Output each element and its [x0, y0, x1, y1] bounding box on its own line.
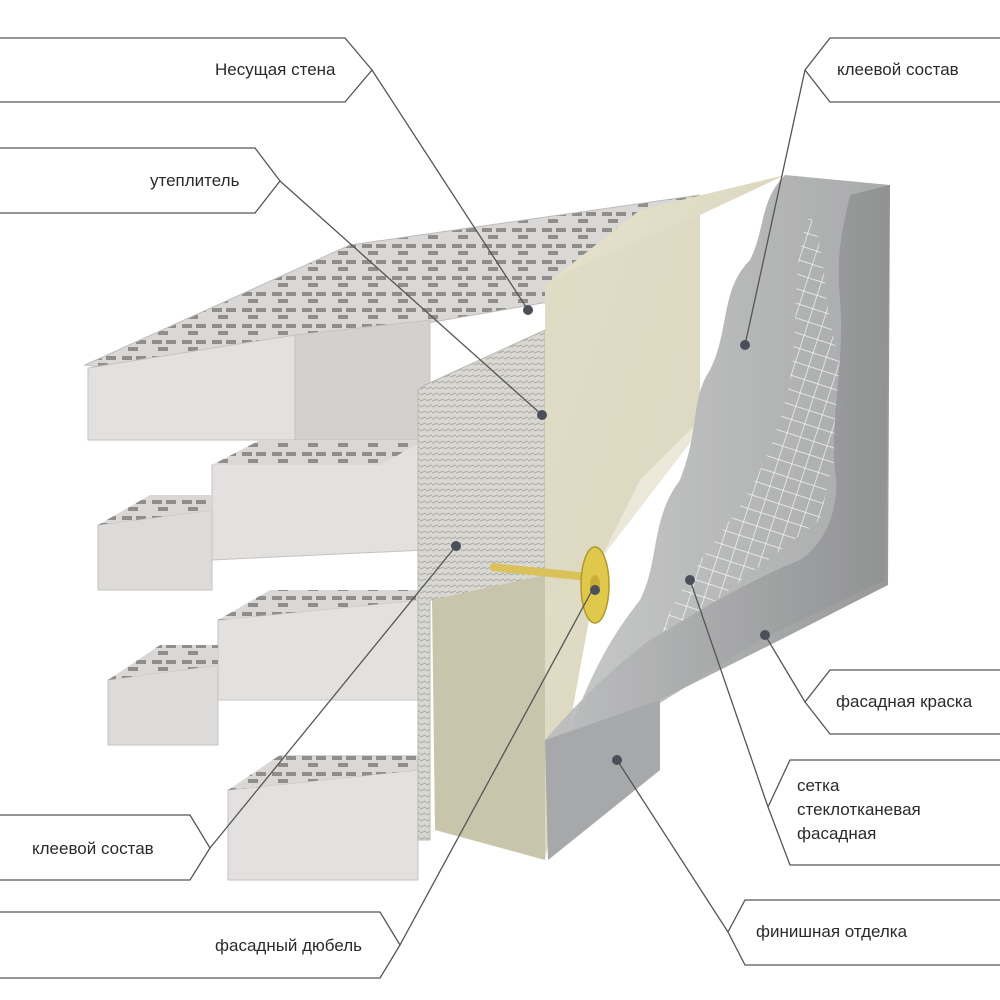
label-facade-paint: фасадная краска	[836, 692, 973, 711]
label-load-bearing-wall: Несущая стена	[215, 60, 336, 79]
label-mesh-line1: сетка	[797, 776, 840, 795]
callout-lines	[0, 37, 1000, 979]
label-insulation: утеплитель	[150, 171, 240, 190]
brick-rows	[87, 319, 431, 881]
label-facade-dowel: фасадный дюбель	[215, 936, 363, 955]
insulation-board-side	[432, 575, 545, 860]
label-mesh-line3: фасадная	[797, 824, 877, 843]
fiberglass-mesh	[660, 215, 843, 640]
insulation-board-face	[545, 215, 700, 600]
finish-edge	[545, 700, 660, 860]
label-adhesive-top: клеевой состав	[837, 60, 959, 79]
label-finish: финишная отделка	[756, 922, 908, 941]
label-mesh-line2: стеклотканевая	[797, 800, 921, 819]
callout-dots	[451, 305, 770, 765]
finish-layer	[545, 185, 890, 860]
label-adhesive-bottom: клеевой состав	[32, 839, 154, 858]
